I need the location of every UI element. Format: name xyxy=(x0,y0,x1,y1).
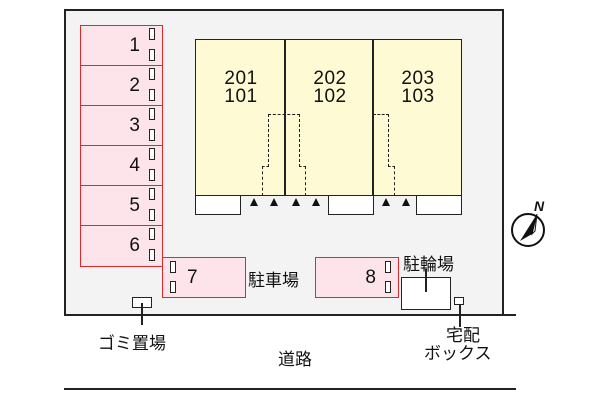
unit-203-103: 203 103 xyxy=(373,68,463,107)
unit-lower-number: 102 xyxy=(313,86,347,107)
parking-stall-8: 8 xyxy=(315,257,399,298)
entrance-marker-icon xyxy=(312,198,320,206)
parking-stall-4: 4 xyxy=(80,145,163,186)
leader-line xyxy=(141,303,143,325)
delivery-box xyxy=(454,297,464,305)
car-stop-icon xyxy=(149,108,155,120)
car-stop-icon xyxy=(149,148,155,160)
parking-stall-7: 7 xyxy=(162,257,246,298)
car-stop-icon xyxy=(149,28,155,40)
unit-upper-number: 201 xyxy=(224,68,258,89)
car-stop-icon xyxy=(149,209,155,221)
car-stop-icon xyxy=(149,228,155,240)
balcony xyxy=(416,195,462,215)
parking-stall-6: 6 xyxy=(80,225,163,267)
stall-number: 4 xyxy=(129,155,140,176)
stair-outline xyxy=(388,166,395,167)
car-stop-icon xyxy=(149,188,155,200)
delivery-box-label-line1: 宅配 xyxy=(446,326,480,346)
stair-outline xyxy=(262,166,263,196)
balcony xyxy=(328,195,374,215)
parking-label: 駐車場 xyxy=(248,271,299,291)
car-stop-icon xyxy=(170,281,176,293)
car-stop-icon xyxy=(149,89,155,101)
stall-number: 7 xyxy=(187,267,198,288)
unit-divider xyxy=(372,39,374,196)
stair-outline xyxy=(262,166,269,167)
north-label: N xyxy=(534,198,545,214)
stair-outline xyxy=(268,114,269,167)
stall-number: 6 xyxy=(129,235,140,256)
unit-202-102: 202 102 xyxy=(285,68,375,107)
car-stop-icon xyxy=(385,281,391,293)
bicycle-parking-label: 駐輪場 xyxy=(403,255,454,275)
balcony xyxy=(195,195,241,215)
unit-lower-number: 101 xyxy=(224,86,258,107)
stall-number: 5 xyxy=(129,195,140,216)
stair-outline xyxy=(268,114,300,115)
unit-201-101: 201 101 xyxy=(196,68,286,107)
car-stop-icon xyxy=(149,49,155,61)
stair-outline xyxy=(388,114,389,167)
unit-lower-number: 103 xyxy=(401,86,435,107)
unit-upper-number: 202 xyxy=(313,68,347,89)
unit-upper-number: 203 xyxy=(401,68,435,89)
car-stop-icon xyxy=(170,261,176,273)
car-stop-icon xyxy=(149,68,155,80)
building xyxy=(195,39,462,196)
stair-outline xyxy=(299,114,300,167)
road-edge-bottom xyxy=(64,388,516,390)
stair-outline xyxy=(299,166,306,167)
unit-divider xyxy=(284,39,286,196)
stair-outline xyxy=(305,166,306,196)
entrance-marker-icon xyxy=(382,198,390,206)
stair-outline xyxy=(373,114,389,115)
stall-number: 1 xyxy=(129,35,140,56)
garbage-label: ゴミ置場 xyxy=(98,334,166,354)
leader-line xyxy=(459,305,461,327)
stall-number: 8 xyxy=(365,267,376,288)
car-stop-icon xyxy=(149,249,155,261)
parking-stall-3: 3 xyxy=(80,105,163,146)
parking-stall-5: 5 xyxy=(80,185,163,226)
delivery-box-label-line2: ボックス xyxy=(424,344,492,364)
car-stop-icon xyxy=(149,129,155,141)
entrance-marker-icon xyxy=(402,198,410,206)
north-arrow-icon: N xyxy=(508,198,552,250)
road-label: 道路 xyxy=(278,350,312,370)
stall-number: 2 xyxy=(129,75,140,96)
road-edge-top xyxy=(64,314,516,316)
leader-line xyxy=(425,269,427,292)
car-stop-icon xyxy=(149,169,155,181)
parking-stall-1: 1 xyxy=(80,25,163,66)
car-stop-icon xyxy=(385,261,391,273)
stall-number: 3 xyxy=(129,115,140,136)
parking-stall-2: 2 xyxy=(80,65,163,106)
entrance-marker-icon xyxy=(270,198,278,206)
stair-outline xyxy=(394,166,395,196)
entrance-marker-icon xyxy=(292,198,300,206)
entrance-marker-icon xyxy=(250,198,258,206)
